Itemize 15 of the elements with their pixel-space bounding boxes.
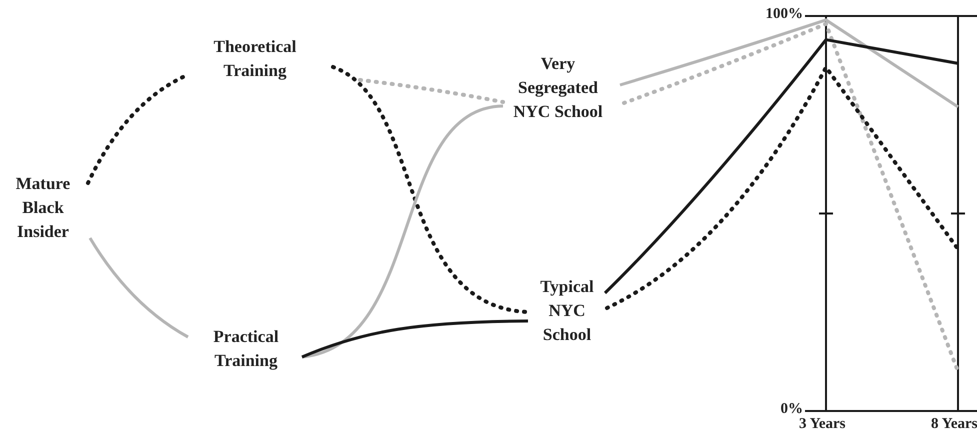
connector-line [86, 75, 185, 185]
connector-line [301, 320, 528, 358]
connector-line [302, 104, 504, 358]
node-label: Typical NYC School [528, 275, 606, 347]
node-label: Mature Black Insider [4, 172, 82, 244]
node-label: Theoretical Training [196, 35, 314, 83]
connector-line [358, 78, 505, 104]
node-label: Very Segregated NYC School [513, 52, 603, 124]
node-label: Practical Training [190, 325, 302, 373]
axis-label: 0% [780, 401, 803, 418]
axis-label: 3 Years [799, 416, 846, 433]
axis-label: 8 Years [931, 416, 977, 433]
axis-label: 100% [766, 6, 803, 23]
connector-line [331, 65, 529, 314]
connector-line [88, 237, 189, 338]
